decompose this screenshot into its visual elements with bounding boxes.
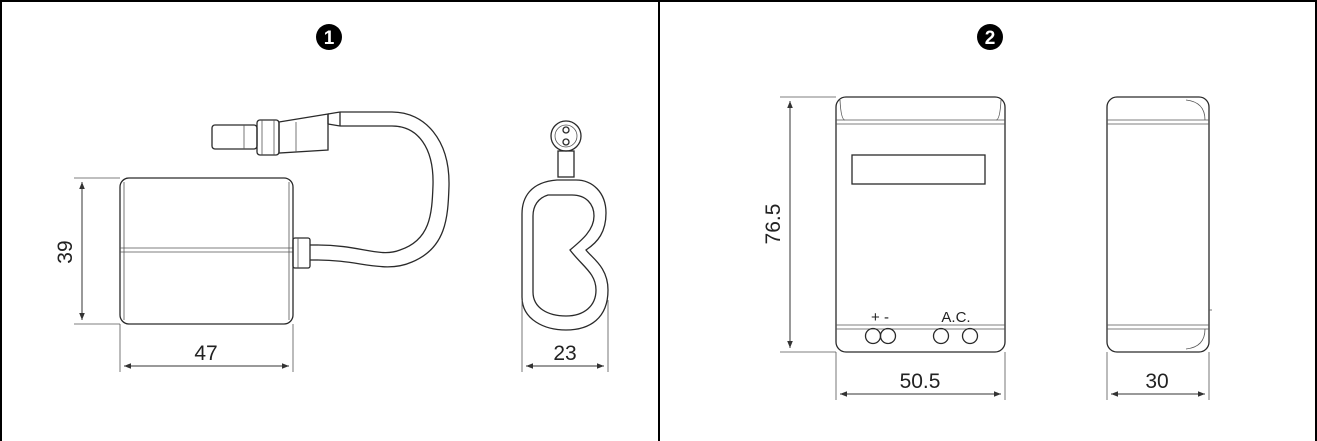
ac-terminals: [932, 327, 979, 345]
dimension-depth-2: 30: [1106, 352, 1210, 400]
height-dimension-label: 39: [54, 240, 77, 263]
depth-dimension-label: 23: [553, 342, 576, 365]
ac-terminal-label: A.C.: [941, 309, 970, 326]
battery-cable: [317, 111, 450, 268]
charger-display-window: [851, 154, 986, 185]
dc-terminals: [864, 327, 897, 345]
dimension-width-2: 50.5: [835, 352, 1006, 400]
panel-1-badge: 1: [316, 24, 342, 50]
battery-pack: [119, 177, 318, 325]
charger-depth-label: 30: [1145, 370, 1168, 393]
charger-side-view: [1106, 96, 1212, 353]
charger-front-view: + - A.C.: [835, 96, 1006, 353]
panel-1-badge-number: 1: [324, 28, 335, 49]
panel-2-badge: 2: [977, 24, 1003, 50]
width-dimension-label: 47: [194, 342, 217, 365]
charger-width-label: 50.5: [900, 370, 941, 393]
connector-plug: [211, 113, 329, 156]
dimension-height-2: 76.5: [762, 96, 836, 353]
panel-2-badge-number: 2: [985, 28, 996, 49]
panel-2: 2 + - A.C.: [762, 24, 1212, 400]
panel-1: 1: [54, 24, 609, 372]
dc-terminal-label: + -: [871, 309, 889, 326]
charger-height-label: 76.5: [762, 204, 785, 245]
battery-side-view: [521, 120, 609, 331]
dimension-depth-1: 23: [521, 300, 609, 372]
dimension-height-1: 39: [54, 177, 120, 325]
dimension-width-1: 47: [119, 324, 294, 372]
